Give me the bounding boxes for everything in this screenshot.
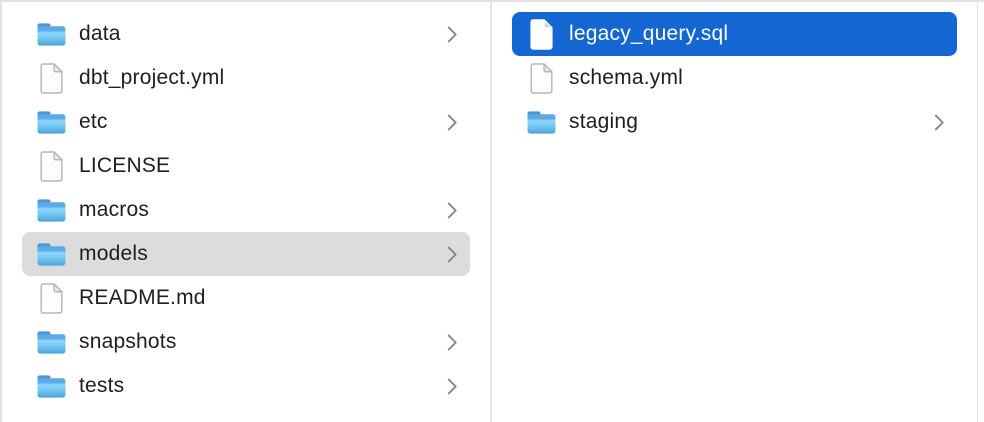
item-label: LICENSE: [79, 153, 171, 177]
finder-column-left: data dbt_project.yml etc LICENSE: [2, 2, 490, 422]
row-folder-snapshots[interactable]: snapshots: [22, 320, 470, 364]
row-folder-macros[interactable]: macros: [22, 188, 470, 232]
row-folder-models-selected[interactable]: models: [22, 232, 470, 276]
column-resize-divider[interactable]: [490, 2, 492, 422]
row-folder-tests[interactable]: tests: [22, 364, 470, 408]
item-label: legacy_query.sql: [569, 21, 729, 45]
item-label: dbt_project.yml: [79, 65, 225, 89]
finder-column-right: legacy_query.sql schema.yml staging: [492, 2, 977, 422]
chevron-right-icon: [447, 378, 458, 395]
item-label: README.md: [79, 285, 206, 309]
document-icon: [35, 62, 67, 94]
item-label: tests: [79, 373, 125, 397]
folder-icon: [35, 194, 67, 226]
item-label: schema.yml: [569, 65, 684, 89]
chevron-right-icon: [447, 202, 458, 219]
folder-icon: [35, 370, 67, 402]
chevron-right-icon: [934, 114, 945, 131]
document-icon: [35, 150, 67, 182]
row-file-schema-yml[interactable]: schema.yml: [512, 56, 957, 100]
chevron-right-icon: [447, 246, 458, 263]
item-label: staging: [569, 109, 639, 133]
item-label: models: [79, 241, 148, 265]
row-file-license[interactable]: LICENSE: [22, 144, 470, 188]
row-folder-data[interactable]: data: [22, 12, 470, 56]
document-icon: [35, 282, 67, 314]
empty-next-column: [978, 2, 984, 422]
folder-icon: [35, 238, 67, 270]
row-file-readme-md[interactable]: README.md: [22, 276, 470, 320]
item-label: macros: [79, 197, 150, 221]
document-icon: [525, 62, 557, 94]
document-icon: [525, 18, 557, 50]
chevron-right-icon: [447, 26, 458, 43]
folder-icon: [35, 106, 67, 138]
item-label: data: [79, 21, 121, 45]
item-label: snapshots: [79, 329, 177, 353]
row-folder-staging[interactable]: staging: [512, 100, 957, 144]
row-file-dbt-project-yml[interactable]: dbt_project.yml: [22, 56, 470, 100]
row-file-legacy-query-sql-selected[interactable]: legacy_query.sql: [512, 12, 957, 56]
row-folder-etc[interactable]: etc: [22, 100, 470, 144]
chevron-right-icon: [447, 334, 458, 351]
item-label: etc: [79, 109, 108, 133]
chevron-right-icon: [447, 114, 458, 131]
folder-icon: [35, 18, 67, 50]
folder-icon: [35, 326, 67, 358]
folder-icon: [525, 106, 557, 138]
column-resize-divider[interactable]: [977, 2, 978, 422]
